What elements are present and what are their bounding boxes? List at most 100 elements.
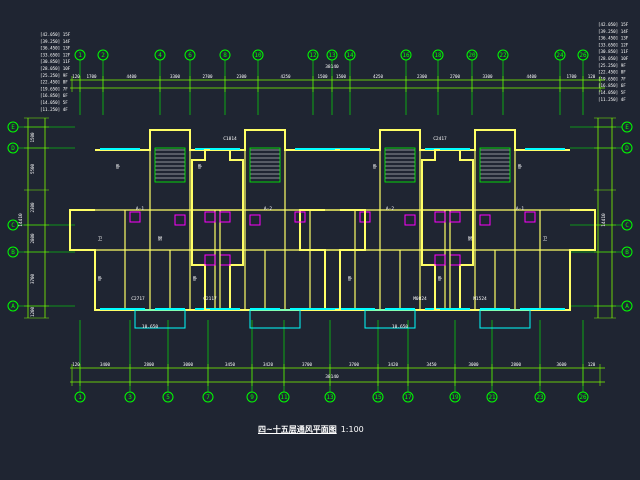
- bottom-dim-text: 3450: [426, 362, 437, 367]
- level-table-row-right: [36.450] 13F: [598, 36, 629, 41]
- room-label: 卧: [348, 275, 353, 282]
- axis-bubble-top-label: 16: [402, 52, 410, 59]
- axis-bubble-top-label: 4: [158, 52, 162, 59]
- level-table-row-right: [11.250] 4F: [598, 97, 626, 102]
- axis-bubble-top-label: 6: [188, 52, 192, 59]
- stair-core: [249, 147, 281, 183]
- axis-bubble-right-label: C: [625, 222, 629, 229]
- left-dim-text: 5500: [30, 163, 35, 174]
- axis-bubble-bottom-label: 5: [166, 394, 170, 401]
- axis-bubble-top-label: 10: [254, 52, 262, 59]
- vent-duct: [129, 211, 141, 223]
- left-dim-text: 2800: [30, 233, 35, 244]
- stair-core: [384, 147, 416, 183]
- axis-bubble-bottom-label: 17: [404, 394, 412, 401]
- vent-duct: [479, 214, 491, 226]
- axis-bubble-top-label: 13: [328, 52, 336, 59]
- room-label: 卧: [193, 275, 198, 282]
- bottom-dim-text: 3420: [263, 362, 274, 367]
- bottom-dim-text: 2800: [144, 362, 155, 367]
- level-table-row: [16.850] 6F: [40, 93, 68, 98]
- axis-bubble-bottom-label: 7: [206, 394, 210, 401]
- top-dim-text: 2300: [417, 74, 428, 79]
- room-label: M1524: [473, 296, 487, 302]
- left-dim-text: 2300: [30, 202, 35, 213]
- top-dim-text: 120: [588, 74, 596, 79]
- level-table-row-right: [42.050] 15F: [598, 22, 629, 27]
- top-dim-text: 1700: [566, 74, 577, 79]
- room-label: M0824: [413, 296, 427, 302]
- room-label: 卧: [98, 275, 103, 282]
- room-label: 卧: [116, 163, 121, 170]
- axis-bubble-top-label: 14: [346, 52, 354, 59]
- room-label: C1814: [223, 136, 237, 142]
- room-label: 厨: [468, 236, 473, 242]
- level-table-row: [42.050] 15F: [40, 32, 71, 37]
- vent-duct: [294, 211, 306, 223]
- axis-bubble-top-label: 24: [556, 52, 564, 59]
- exterior-wall: [69, 129, 244, 311]
- axis-bubble-top-label: 12: [309, 52, 317, 59]
- level-table-row: [14.050] 5F: [40, 100, 68, 105]
- top-total-dim: 38140: [325, 64, 339, 70]
- stair-core: [479, 147, 511, 183]
- balcony: [249, 309, 301, 329]
- bottom-dim-text: 3600: [556, 362, 567, 367]
- top-dim-text: 2300: [236, 74, 247, 79]
- room-label: 卧: [438, 275, 443, 282]
- level-table-row-right: [28.050] 10F: [598, 56, 629, 61]
- level-table-row-right: [25.250] 9F: [598, 63, 626, 68]
- left-total-dim: 14410: [18, 213, 24, 227]
- axis-bubble-bottom-label: 23: [536, 394, 544, 401]
- vent-duct: [404, 214, 416, 226]
- axis-bubble-bottom-label: 21: [488, 394, 496, 401]
- vent-duct: [449, 254, 461, 266]
- bottom-dim-text: 3700: [349, 362, 360, 367]
- bottom-dim-text: 2800: [511, 362, 522, 367]
- top-dim-text: 1700: [86, 74, 97, 79]
- bottom-dim-text: 3420: [388, 362, 399, 367]
- room-label: 卧: [373, 163, 378, 170]
- level-table-row: [36.450] 13F: [40, 46, 71, 51]
- room-label: A-1: [136, 206, 144, 212]
- room-label: C2117: [203, 296, 217, 302]
- exterior-wall: [191, 129, 366, 311]
- level-table-row: [30.850] 11F: [40, 59, 71, 64]
- balcony: [364, 309, 416, 329]
- axis-bubble-bottom-label: 11: [280, 394, 288, 401]
- axis-bubble-bottom-label: 13: [326, 394, 334, 401]
- level-table-row-right: [19.650] 7F: [598, 76, 626, 81]
- bottom-dim-text: 120: [588, 362, 596, 367]
- vent-duct: [249, 214, 261, 226]
- top-dim-text: 120: [72, 74, 80, 79]
- room-label: 10.650: [392, 324, 409, 330]
- axis-bubble-top-label: 22: [499, 52, 507, 59]
- vent-duct: [434, 254, 446, 266]
- room-label: A-1: [516, 206, 524, 212]
- bottom-dim-text: 120: [72, 362, 80, 367]
- room-label: C2717: [131, 296, 145, 302]
- level-table-row: [39.250] 14F: [40, 39, 71, 44]
- level-table-row-right: [30.850] 11F: [598, 49, 629, 54]
- axis-bubble-left-label: D: [11, 145, 15, 152]
- top-dim-text: 3300: [482, 74, 493, 79]
- axis-bubble-left-label: E: [11, 124, 15, 131]
- right-total-dim: 14410: [601, 213, 607, 227]
- axis-bubble-bottom-label: 15: [374, 394, 382, 401]
- axis-bubble-bottom-label: 26: [579, 394, 587, 401]
- room-label: A-2: [264, 206, 272, 212]
- axis-bubble-right-label: A: [625, 303, 629, 310]
- room-label: 卧: [518, 163, 523, 170]
- vent-duct: [524, 211, 536, 223]
- top-dim-text: 3300: [170, 74, 181, 79]
- axis-bubble-top-label: 2: [101, 52, 105, 59]
- axis-bubble-right-label: D: [625, 145, 629, 152]
- exterior-wall: [421, 129, 596, 311]
- left-dim-text: 1200: [30, 306, 35, 317]
- bottom-dim-text: 3400: [100, 362, 111, 367]
- axis-bubble-top-label: 26: [579, 52, 587, 59]
- bottom-dim-text: 3700: [302, 362, 313, 367]
- level-table-row-right: [16.850] 6F: [598, 83, 626, 88]
